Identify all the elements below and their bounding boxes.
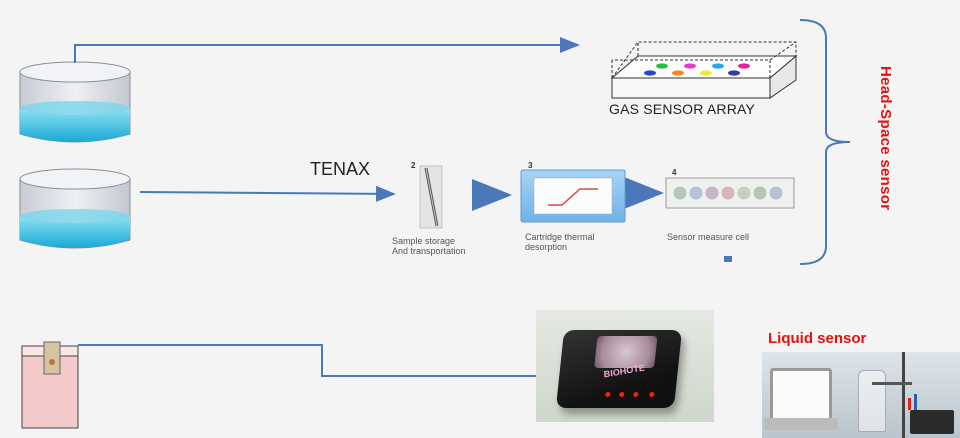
beaker-top [19, 61, 131, 143]
connector-to-gas-array [74, 37, 580, 63]
step-number-3: 3 [528, 161, 533, 170]
laptop-screen [770, 368, 832, 422]
connector-to-device [78, 344, 586, 384]
cartridge-thermal-label: Cartridge thermal desorption [525, 232, 595, 252]
laptop-base [764, 418, 838, 430]
liquid-container [21, 341, 79, 429]
probe-blue [914, 394, 917, 410]
lab-stand [902, 352, 905, 438]
step-number-2: 2 [411, 161, 416, 170]
connector-to-tenax [139, 185, 396, 202]
device-top-logo [594, 336, 658, 368]
step-number-4: 4 [672, 168, 677, 177]
liquid-sensor-label: Liquid sensor [768, 330, 867, 347]
led-indicator [605, 392, 611, 397]
beaker-middle [19, 168, 131, 249]
lab-device-box [910, 410, 954, 434]
tenax-tube [419, 165, 443, 229]
device-body: BIOHOTE [555, 330, 683, 408]
led-indicator [633, 392, 639, 397]
head-space-bracket [799, 19, 851, 265]
head-space-sensor-label: Head-Space sensor [877, 66, 894, 211]
gas-sensor-array [610, 41, 798, 99]
lab-bottle [858, 370, 886, 432]
sample-storage-label: Sample storage And transportation [392, 236, 466, 256]
sensor-device-photo: BIOHOTE [536, 310, 714, 422]
lab-stand-arm [872, 382, 912, 385]
cartridge-desorption [520, 169, 626, 223]
tenax-label: TENAX [310, 159, 371, 179]
gas-sensor-array-label: GAS SENSOR ARRAY [609, 101, 756, 117]
led-indicator [619, 392, 625, 397]
sensor-measure-label: Sensor measure cell [667, 232, 750, 242]
liquid-sensor-lab-photo [762, 352, 960, 438]
led-indicator [649, 392, 655, 397]
probe-red [908, 398, 911, 410]
sensor-measure-cell [665, 177, 795, 262]
